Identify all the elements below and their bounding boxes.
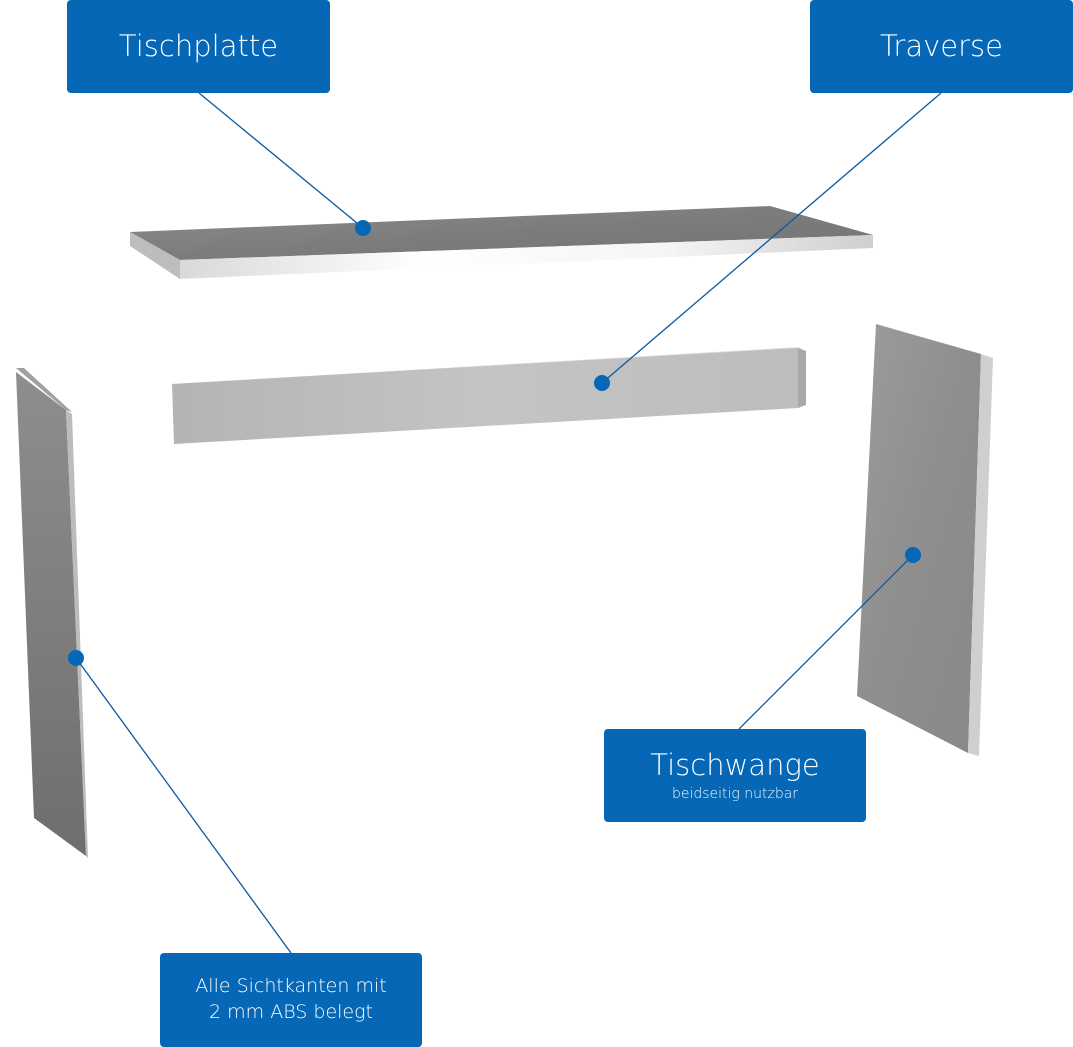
label-tischwange: Tischwange (650, 747, 820, 782)
leader-lines (75, 92, 942, 954)
marker-dot-tischwange (905, 547, 921, 563)
label-tischwange-subtitle: beidseitig nutzbar (671, 786, 799, 803)
tischplatte-side-edge (130, 232, 180, 279)
label-abs-line2: 2 mm ABS belegt (209, 1001, 373, 1023)
marker-dot-abs (68, 650, 84, 666)
traverse-panel (172, 347, 806, 444)
tischplatte-panel (130, 206, 873, 279)
leader-line-tischplatte (198, 92, 364, 229)
label-box-traverse: Traverse (810, 0, 1073, 93)
label-box-tischwange: Tischwange beidseitig nutzbar (604, 729, 866, 822)
left-panel-face (16, 372, 86, 856)
traverse-front-face (172, 348, 798, 444)
right-panel-face (857, 324, 981, 753)
right-panel-edge (968, 354, 993, 756)
leader-line-tischwange (738, 554, 914, 730)
label-box-abs-edges: Alle Sichtkanten mit 2 mm ABS belegt (160, 953, 422, 1047)
right-side-panel (857, 324, 993, 756)
left-side-panel (16, 368, 88, 858)
left-panel-edge (66, 410, 88, 858)
marker-dot-tischplatte (355, 220, 371, 236)
tischplatte-top-face (130, 206, 873, 260)
leader-line-traverse (601, 92, 942, 384)
label-abs-line1: Alle Sichtkanten mit (195, 975, 387, 998)
leader-line-abs (75, 657, 292, 954)
label-tischplatte: Tischplatte (118, 28, 279, 63)
traverse-end-face (798, 348, 806, 408)
left-panel-top-edge (16, 368, 72, 412)
marker-dots (68, 220, 921, 666)
label-traverse: Traverse (879, 28, 1004, 63)
marker-dot-traverse (594, 375, 610, 391)
tischplatte-front-edge (180, 235, 873, 279)
label-box-tischplatte: Tischplatte (67, 0, 330, 93)
